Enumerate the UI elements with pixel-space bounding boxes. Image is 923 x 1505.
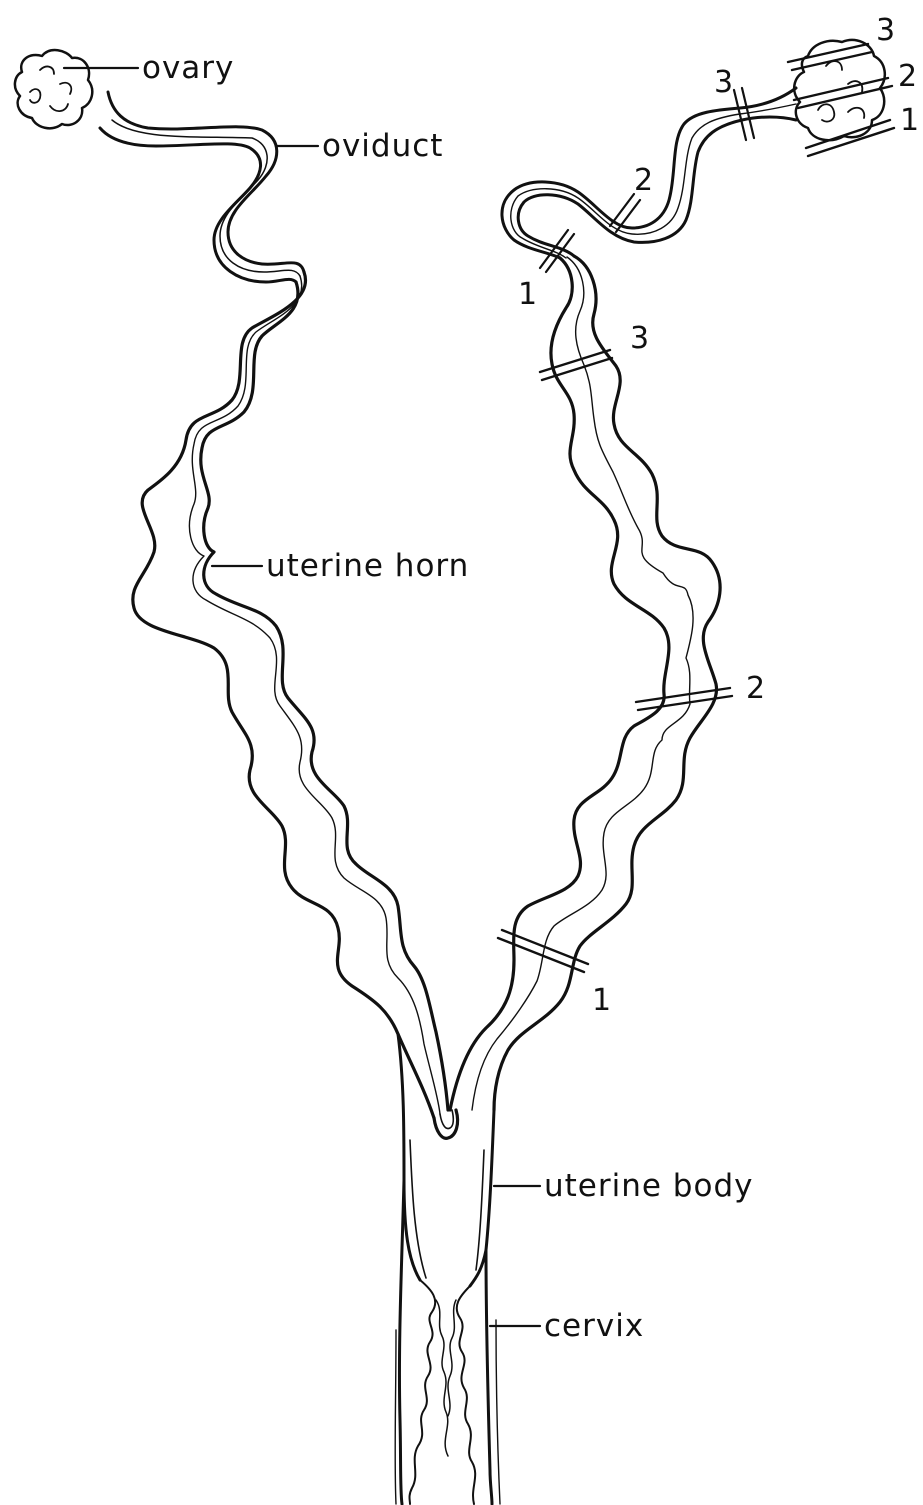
ovary-section-number: 1: [900, 103, 919, 138]
oviduct-section-number: 3: [714, 65, 733, 100]
section-marks-horn: [498, 350, 732, 972]
horn-junction: [434, 1110, 458, 1138]
uterine-horn-label: uterine horn: [266, 548, 469, 584]
cervix: [395, 1180, 500, 1504]
left-uterine-horn: [133, 272, 448, 1118]
horn-section-number: 1: [592, 983, 611, 1018]
cervix-label: cervix: [544, 1308, 644, 1344]
horn-section-number: 3: [630, 321, 649, 356]
leader-lines: [64, 68, 540, 1326]
horn-section-number: 2: [746, 671, 765, 706]
left-ovary: [15, 50, 92, 128]
oviduct-section-number: 1: [518, 277, 537, 312]
ovary-label: ovary: [142, 50, 234, 86]
left-oviduct: [100, 92, 304, 282]
ovary-section-number: 2: [898, 59, 917, 94]
ovary-section-number: 3: [876, 13, 895, 48]
right-uterine-horn: [450, 256, 720, 1110]
oviduct-section-number: 2: [634, 163, 653, 198]
uterine-body-label: uterine body: [544, 1168, 753, 1204]
oviduct-label: oviduct: [322, 128, 443, 164]
